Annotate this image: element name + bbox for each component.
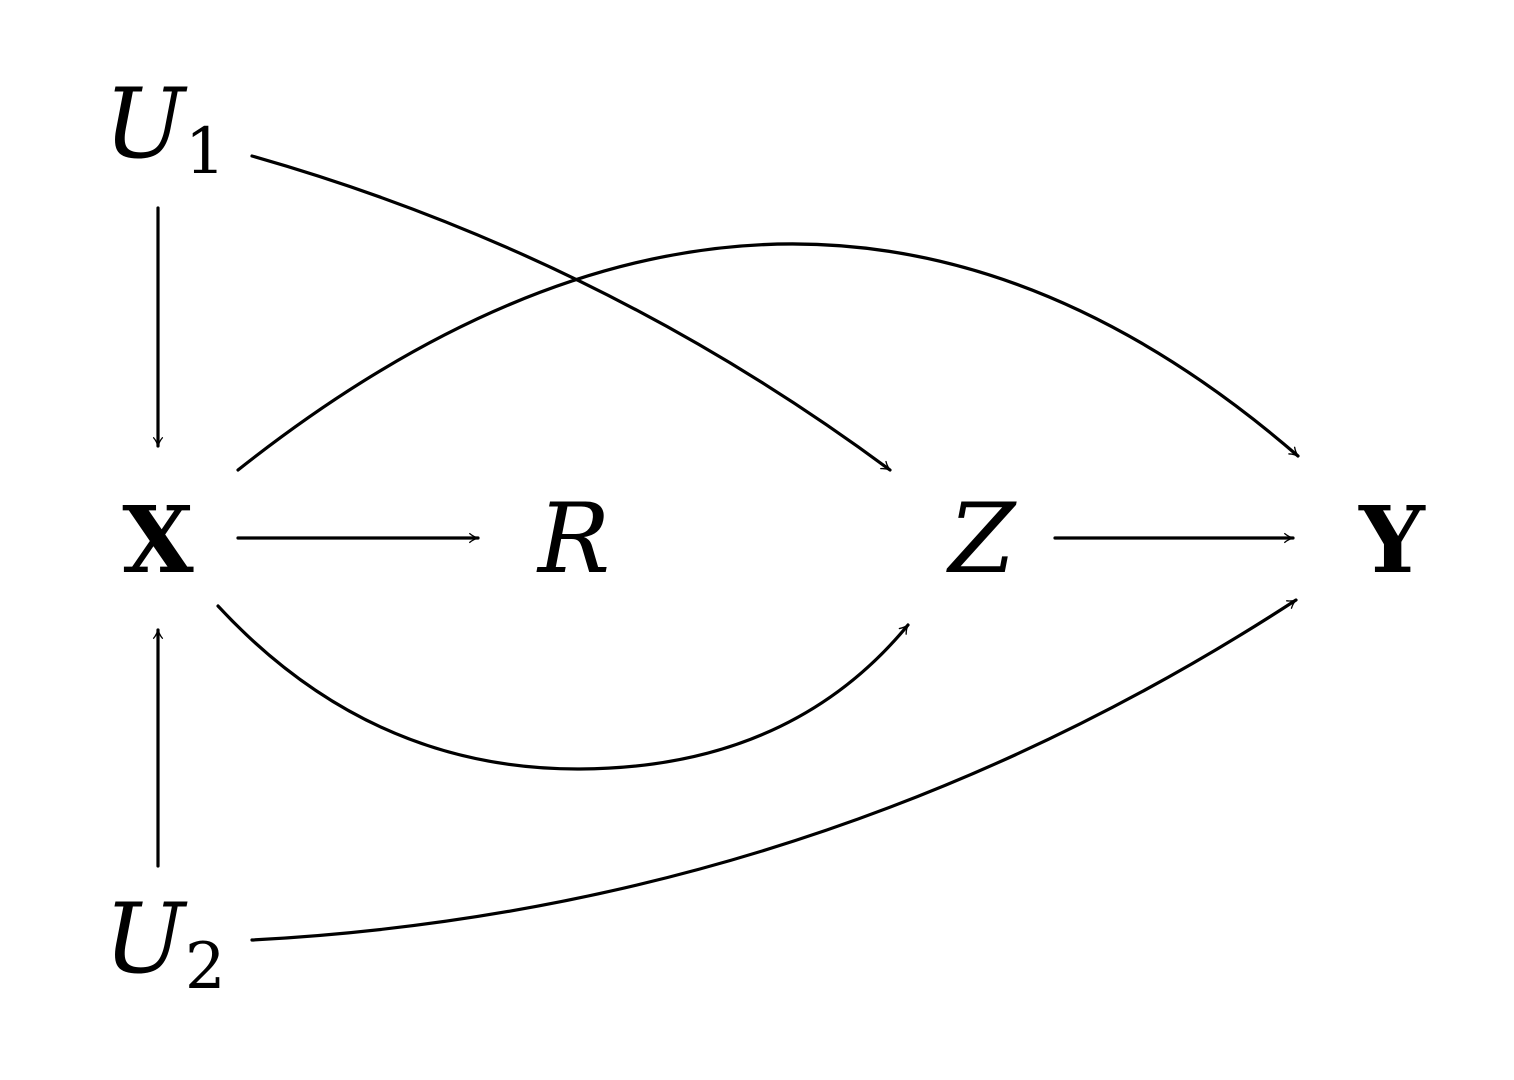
node-z: Z (946, 483, 1018, 595)
node-u1-label: U (104, 68, 188, 180)
node-u2-label: U (104, 883, 188, 995)
node-u1: U1 (104, 68, 226, 189)
edge-x-to-y-upper (236, 242, 1300, 472)
edges (152, 154, 1300, 942)
node-u2-subscript: 2 (185, 930, 226, 1004)
edge-u2-to-y (250, 598, 1298, 942)
node-r: R (536, 483, 610, 595)
node-u2: U2 (104, 883, 226, 1004)
node-u1-subscript: 1 (185, 115, 226, 189)
nodes: U1 X R Z Y U2 (104, 68, 1426, 1004)
edge-x-to-z-lower (216, 604, 910, 771)
node-x: X (122, 486, 194, 594)
edge-u1-to-z (250, 154, 892, 472)
node-y: Y (1358, 486, 1426, 594)
